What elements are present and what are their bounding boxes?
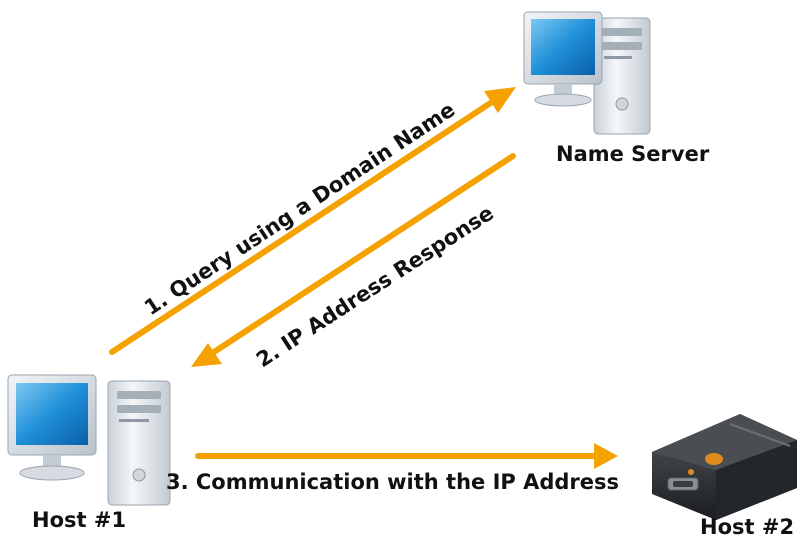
host2-device-icon: [652, 414, 797, 520]
name-server-computer-icon: [523, 11, 651, 135]
edge-communication-arrow: [195, 443, 618, 469]
edge-communication-label: 3. Communication with the IP Address: [166, 470, 620, 494]
name-server-label: Name Server: [556, 142, 710, 166]
edge-response-arrow: [191, 153, 516, 367]
edge-query-arrow: [109, 87, 516, 355]
host1-computer-icon: [7, 374, 171, 506]
host2-label: Host #2: [700, 515, 795, 539]
host1-label: Host #1: [32, 508, 127, 532]
